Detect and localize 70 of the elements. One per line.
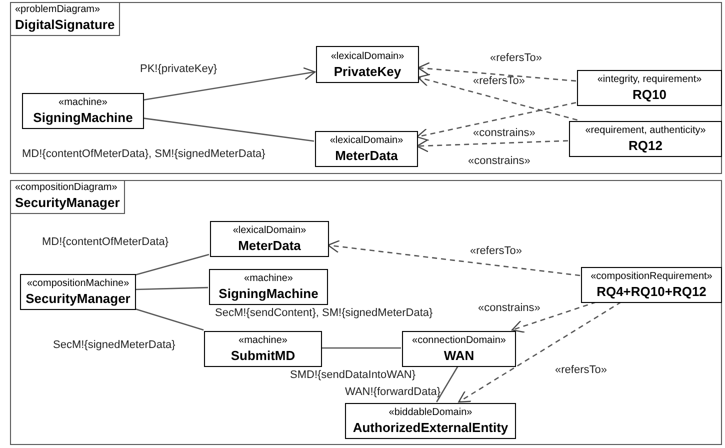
edge-label: MD!{contentOfMeterData}, SM!{signedMeterData} [22,148,266,161]
stereotype-label: «machine» [244,272,293,285]
domain-box [581,267,722,303]
stereotype-label: «lexicalDomain» [232,224,306,237]
association-line [134,308,204,331]
edge-label: SecM!{sendContent}, SM!{signedMeterData} [215,307,433,320]
domain-box [345,403,516,439]
node-name: MeterData [335,147,398,164]
stereotype-label: «biddableDomain» [388,406,472,419]
dependency-arrow [417,74,578,121]
dependency-arrow [416,139,568,152]
domain-box [315,131,418,167]
node-name: RQ4+RQ10+RQ12 [596,283,706,300]
domain-box [577,70,722,106]
edge-label: SecM!{signedMeterData} [53,339,176,352]
edge-label: «refersTo» [473,75,525,88]
frame-name: SecurityManager [15,194,120,211]
dependency-arrow [458,301,622,403]
association-line [134,254,210,276]
edge-label: «constrains» [468,155,530,168]
edge-label: «refersTo» [490,52,542,65]
edge-label: WAN!{forwardData} [345,386,441,399]
stereotype-label: «machine» [58,96,108,109]
domain-box [569,121,722,157]
stereotype-label: «machine» [238,334,288,347]
edge-label: «constrains» [473,127,536,140]
stereotype-label: «lexicalDomain» [330,50,404,62]
node-name: SubmitMD [230,347,296,364]
association-line [321,347,401,349]
node-name: AuthorizedExternalEntity [352,419,508,436]
node-name: SecurityManager [26,290,130,307]
domain-box [209,269,328,305]
dependency-arrow [512,301,597,333]
edge-label: MD!{contentOfMeterData} [42,236,169,249]
stereotype-label: «compositionDiagram» [15,181,118,194]
dependency-arrow [416,102,576,142]
stereotype-label: «compositionMachine» [26,277,130,290]
association-line [142,118,314,142]
edge-label: SMD!{sendDataIntoWAN} [290,369,416,382]
association-line [134,286,208,290]
association-line [142,67,316,101]
dependency-arrow [327,240,580,276]
diagram-frame [10,2,722,174]
stereotype-label: «integrity, requirement» [597,73,702,86]
domain-box [204,331,322,367]
stereotype-label: «lexicalDomain» [330,134,404,147]
node-name: MeterData [238,237,301,254]
frame-name: DigitalSignature [15,16,115,33]
domain-box [22,93,144,129]
node-name: SigningMachine [33,109,133,126]
node-name: WAN [444,347,474,364]
dependency-arrow [417,62,576,82]
association-line [436,366,459,402]
edge-label: «constrains» [478,302,540,315]
domain-box [316,46,419,83]
edge-label: PK!{privateKey} [140,63,218,76]
diagram-frame [10,180,722,445]
domain-box [402,331,516,367]
node-name: RQ12 [628,137,662,154]
stereotype-label: «requirement, authenticity» [585,124,706,137]
node-name: PrivateKey [334,62,402,80]
stereotype-label: «compositionRequirement» [590,270,712,283]
stereotype-label: «problemDiagram» [15,3,102,16]
edge-label: «refersTo» [555,364,607,377]
edge-label: «refersTo» [470,245,522,258]
node-name: SigningMachine [218,285,318,302]
domain-box [20,274,136,310]
node-name: RQ10 [632,86,666,103]
domain-box [210,221,329,257]
stereotype-label: «connectionDomain» [412,334,506,347]
